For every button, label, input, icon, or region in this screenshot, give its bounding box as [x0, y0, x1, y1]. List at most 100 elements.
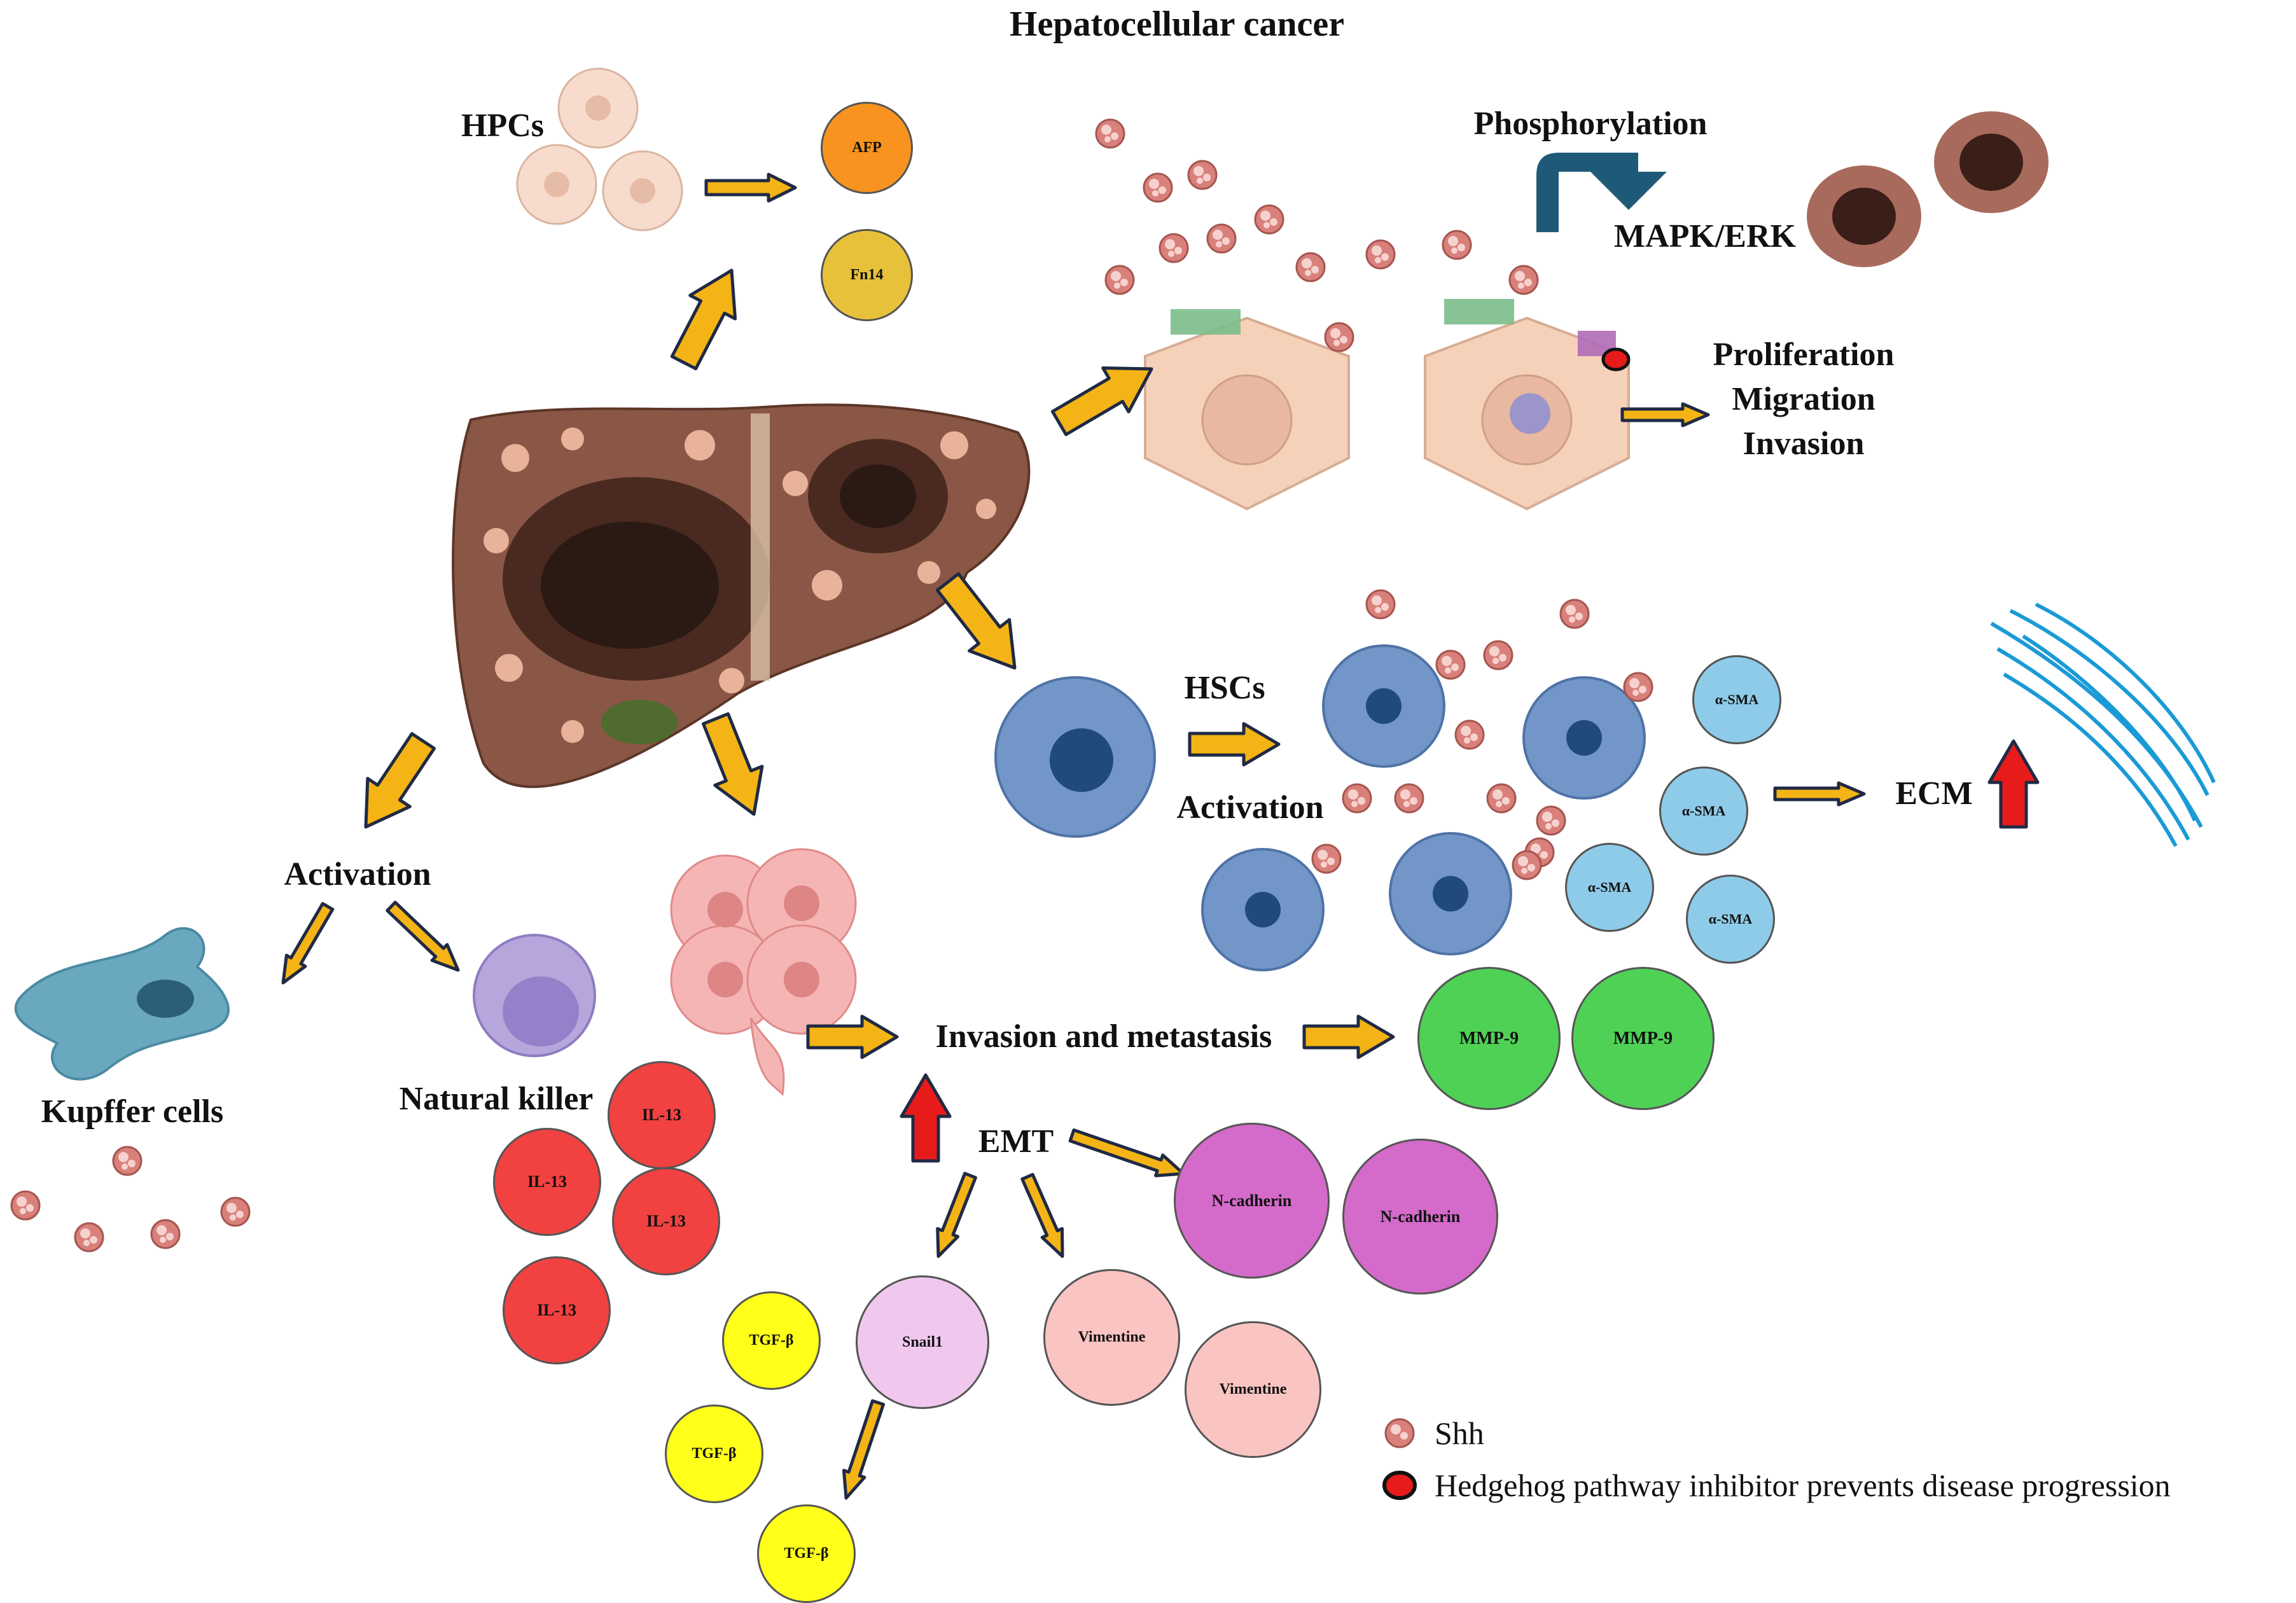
marker-mmp-9: MMP-9: [1417, 967, 1561, 1110]
shh-icon: [1095, 118, 1125, 149]
marker-alpha-sma: α-SMA: [1686, 875, 1775, 964]
marker-vimentine: Vimentine: [1185, 1321, 1321, 1458]
marker-n-cadherin: N-cadherin: [1342, 1139, 1498, 1294]
shh-icon: [1254, 204, 1284, 235]
shh-icon: [1559, 599, 1590, 629]
liver-illustration: [452, 403, 1031, 788]
shh-icon: [1486, 783, 1517, 814]
label-hsc-activation: Activation: [1176, 789, 1324, 826]
shh-icon: [1206, 223, 1237, 254]
shh-icon: [1384, 1418, 1415, 1448]
arrow-icon: [281, 902, 335, 985]
arrow-icon: [670, 268, 737, 371]
shh-icon: [10, 1190, 41, 1221]
label-invasion-metastasis: Invasion and metastasis: [935, 1018, 1272, 1055]
marker-alpha-sma: α-SMA: [1692, 655, 1781, 744]
shh-icon: [1324, 322, 1354, 352]
shh-icon: [1365, 589, 1396, 620]
label-hscs: HSCs: [1184, 670, 1265, 706]
marker-tgf-beta: TGF-β: [722, 1291, 821, 1390]
arrow-icon: [1188, 722, 1281, 767]
shh-icon: [1104, 265, 1135, 295]
shh-icon: [1512, 850, 1542, 880]
shh-icon: [1623, 672, 1653, 702]
arrow-icon: [1068, 1128, 1185, 1177]
arrow-icon: [842, 1399, 885, 1500]
label-migration: Migration: [1732, 381, 1875, 417]
marker-mmp-9: MMP-9: [1571, 967, 1715, 1110]
marker-il-13: IL-13: [493, 1128, 601, 1236]
shh-icon: [1508, 265, 1539, 295]
label-activation-immune: Activation: [284, 856, 431, 892]
arrow-icon: [806, 1015, 899, 1059]
shh-icon: [1536, 805, 1566, 836]
arrow-icon: [364, 732, 436, 829]
red-up-arrow-icon: [1987, 739, 2040, 829]
shh-icon: [1311, 843, 1342, 874]
shh-icon: [1365, 239, 1396, 270]
legend: Shh Hedgehog pathway inhibitor prevents …: [1381, 1415, 2290, 1511]
arrow-icon: [1620, 402, 1710, 427]
marker-snail1: Snail1: [856, 1275, 989, 1409]
marker-vimentine: Vimentine: [1043, 1269, 1180, 1406]
receptor-icon: [1171, 299, 1616, 356]
arrow-icon: [702, 712, 764, 816]
legend-shh-label: Shh: [1435, 1415, 1484, 1451]
label-hpcs: HPCs: [461, 108, 544, 144]
marker-afp: AFP: [821, 102, 913, 194]
shh-icon: [150, 1219, 181, 1249]
label-emt: EMT: [978, 1123, 1054, 1160]
label-invasion: Invasion: [1743, 426, 1865, 462]
shh-icon: [1435, 649, 1466, 680]
label-proliferation: Proliferation: [1713, 337, 1895, 373]
legend-inhibitor-label: Hedgehog pathway inhibitor prevents dise…: [1435, 1468, 2171, 1503]
hpc-cells: [516, 67, 683, 232]
arrow-icon: [704, 172, 797, 203]
curved-arrow-icon: [1536, 153, 1667, 232]
hepatocyte-cells: [1144, 299, 1631, 511]
inhibitor-marker: [1601, 347, 1631, 371]
label-kupffer-cells: Kupffer cells: [41, 1093, 224, 1130]
marker-fn14: Fn14: [821, 229, 913, 321]
shh-ligands: [10, 118, 1653, 1253]
marker-tgf-beta: TGF-β: [757, 1504, 856, 1603]
arrow-icon: [936, 1172, 977, 1258]
shh-icon: [1394, 783, 1424, 814]
tumor-spheroids: [1807, 111, 2049, 267]
hsc-cells: [994, 644, 1646, 971]
label-ecm: ECM: [1895, 775, 1973, 812]
marker-alpha-sma: α-SMA: [1659, 767, 1748, 856]
shh-icon: [1158, 233, 1189, 263]
arrow-icon: [1773, 781, 1866, 807]
shh-icon: [220, 1197, 251, 1227]
arrow-icon: [386, 901, 460, 972]
arrow-icon: [1302, 1015, 1395, 1059]
shh-icon: [1483, 640, 1513, 670]
shh-icon: [1187, 160, 1218, 190]
ecm-fibers: [1990, 602, 2216, 847]
shh-icon: [74, 1222, 104, 1253]
arrow-icon: [1050, 366, 1153, 436]
marker-n-cadherin: N-cadherin: [1174, 1123, 1330, 1279]
label-mapk-erk: MAPK/ERK: [1614, 218, 1796, 254]
shh-icon: [1442, 230, 1472, 260]
marker-alpha-sma: α-SMA: [1565, 843, 1654, 932]
marker-il-13: IL-13: [503, 1256, 611, 1364]
shh-icon: [1454, 719, 1485, 750]
kupffer-cell: [14, 927, 230, 1081]
label-phosphorylation: Phosphorylation: [1473, 106, 1708, 142]
shh-icon: [112, 1146, 143, 1176]
red-up-arrow-icon: [900, 1073, 952, 1163]
arrow-icon: [935, 572, 1017, 670]
cancer-cell-cluster: [670, 848, 857, 1097]
marker-il-13: IL-13: [612, 1167, 720, 1275]
inhibitor-icon: [1382, 1471, 1417, 1500]
shh-icon: [1295, 252, 1326, 282]
label-natural-killer: Natural killer: [399, 1081, 594, 1117]
arrow-icon: [1020, 1172, 1064, 1258]
marker-il-13: IL-13: [608, 1061, 716, 1169]
marker-tgf-beta: TGF-β: [665, 1405, 763, 1503]
